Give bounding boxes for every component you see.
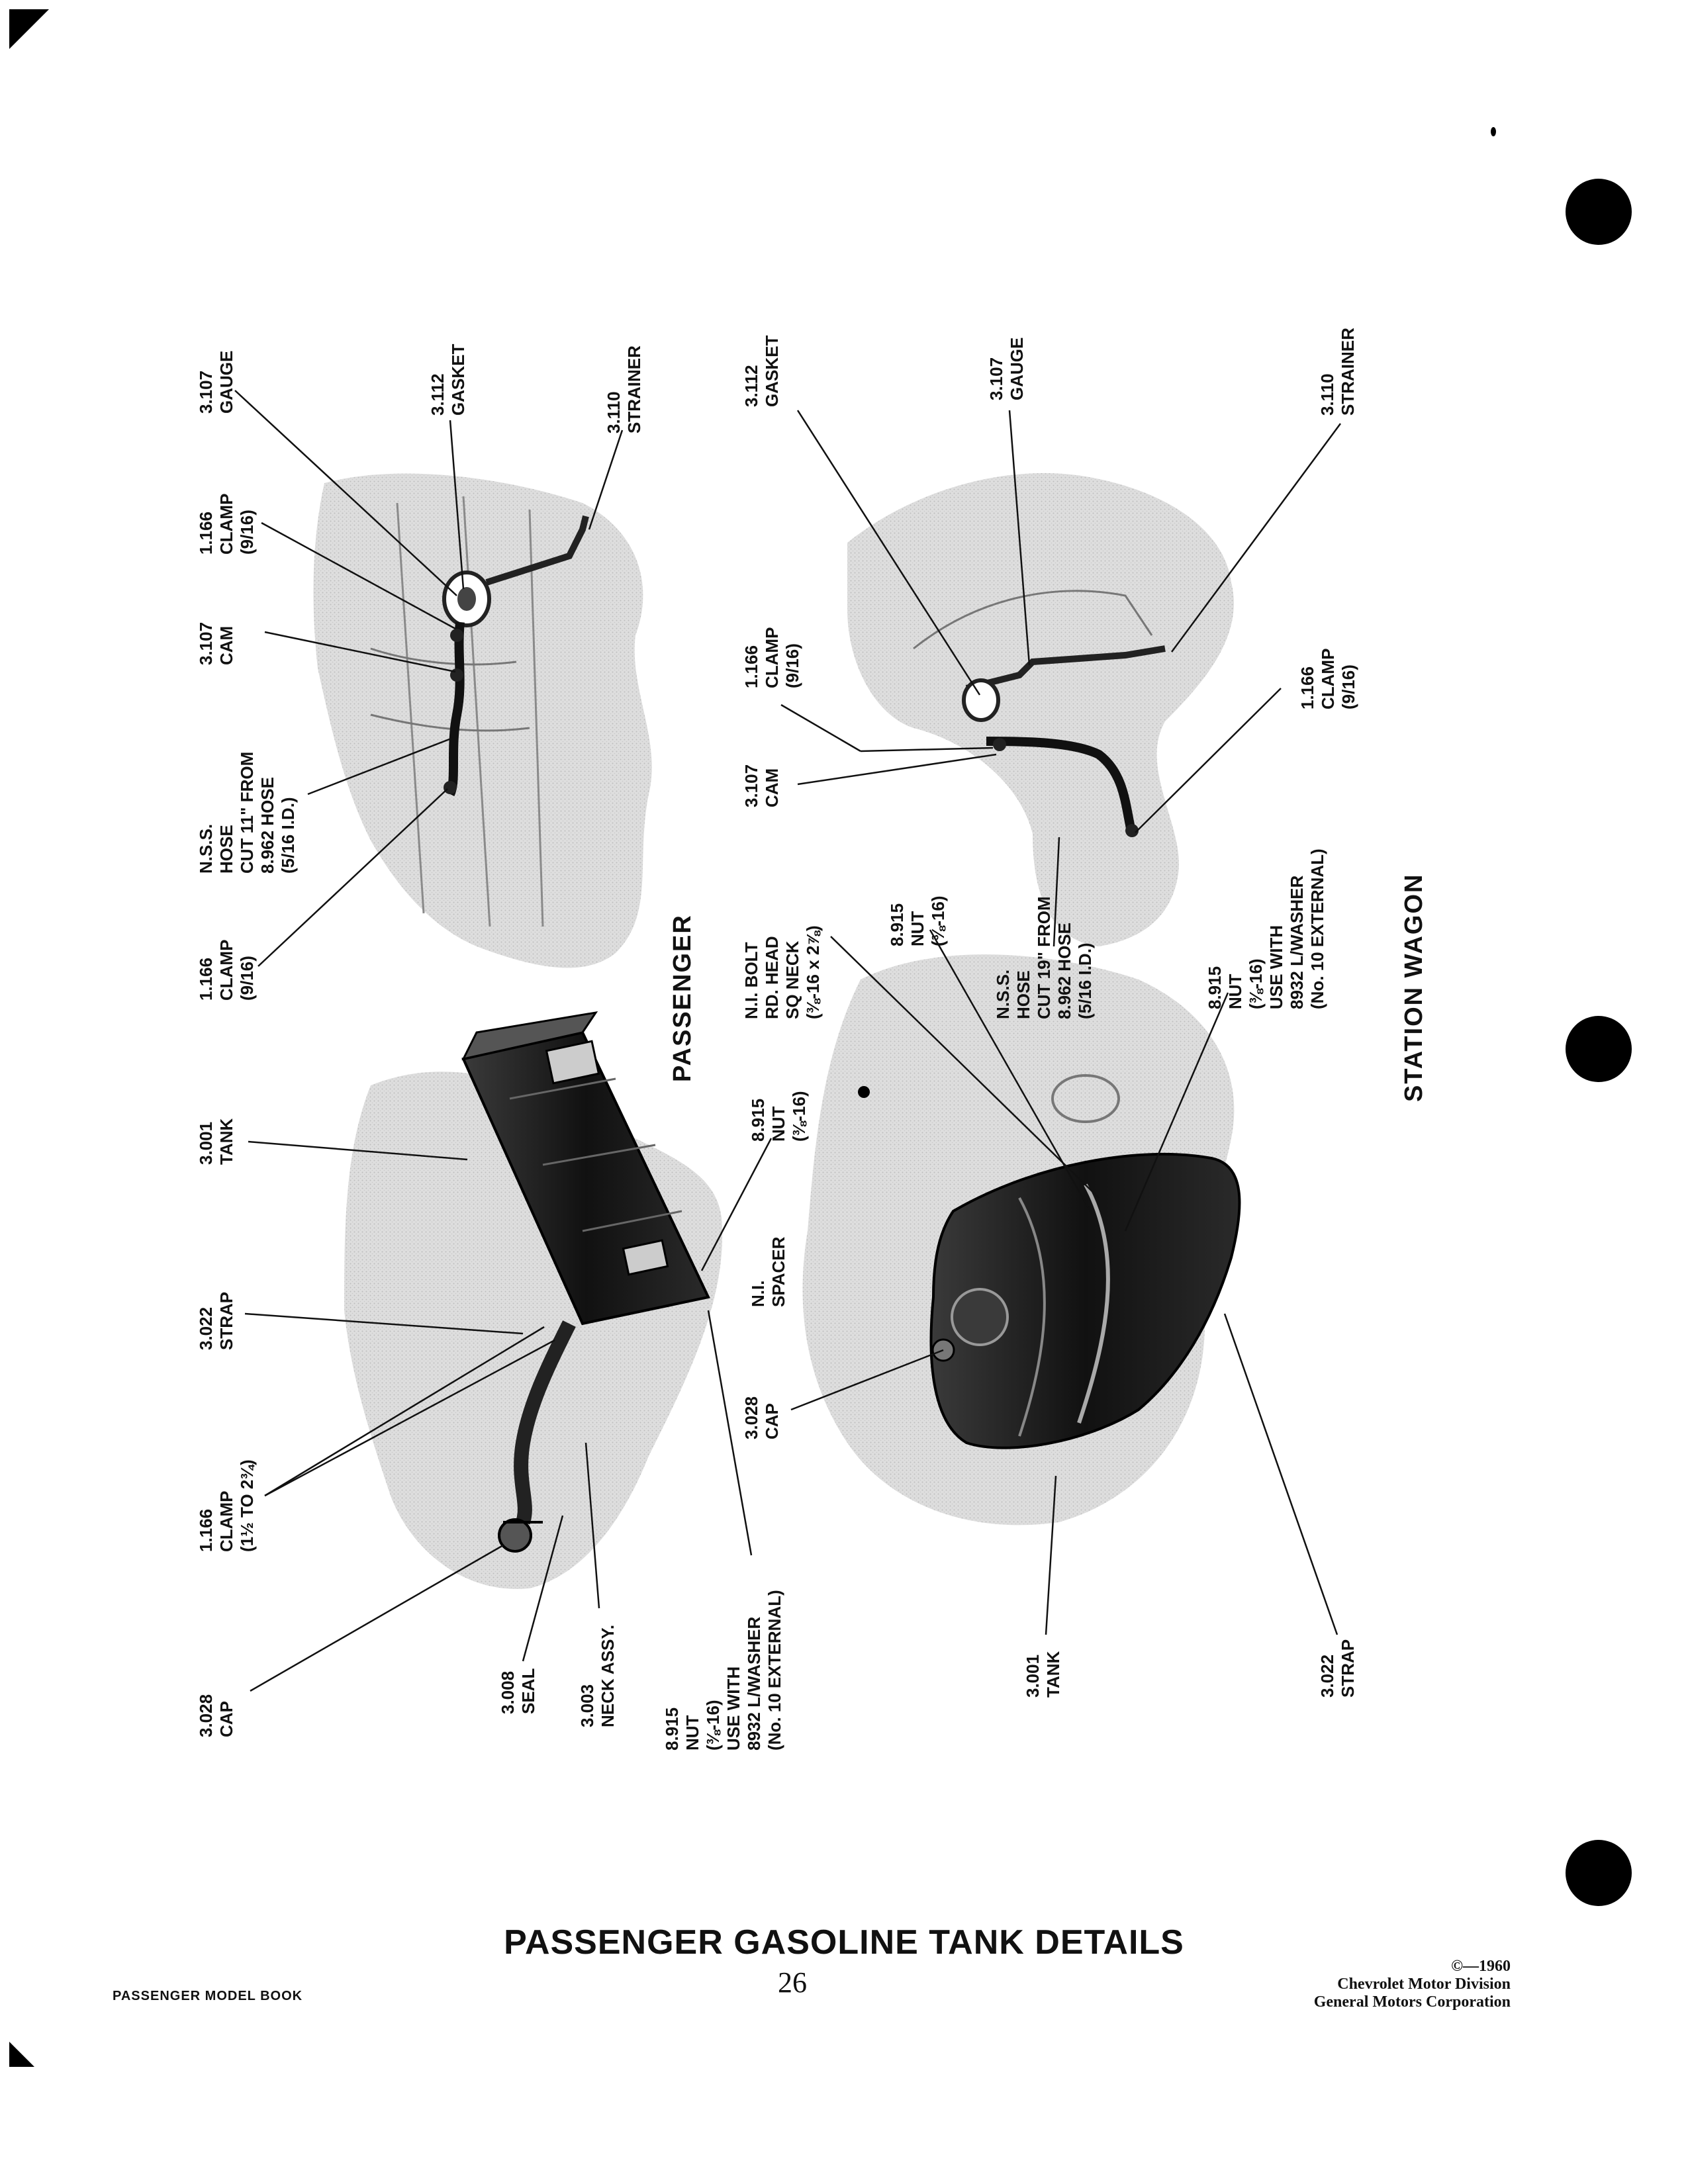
leader-p-clamp-top xyxy=(261,522,456,630)
leader-p-cap xyxy=(250,1544,504,1692)
leader-w-nut xyxy=(929,929,1094,1215)
leader-w-hose xyxy=(1053,837,1060,947)
copyright-division: Chevrolet Motor Division xyxy=(1337,1976,1511,1993)
registration-mark-top xyxy=(9,9,49,49)
leader-lines xyxy=(234,390,1342,1692)
ink-speck xyxy=(1491,127,1496,136)
leader-p-strap xyxy=(244,1312,524,1335)
page-title: PASSENGER GASOLINE TANK DETAILS xyxy=(504,1923,1184,1962)
leader-p-seal xyxy=(522,1515,564,1662)
book-label: PASSENGER MODEL BOOK xyxy=(113,1989,303,2003)
copyright-block: ©—1960 Chevrolet Motor Division General … xyxy=(1314,1958,1511,2011)
leader-w-clamp-left-a xyxy=(780,704,861,752)
registration-mark-bottom xyxy=(9,2042,34,2067)
passenger-gauge-illustration xyxy=(313,473,652,968)
leader-w-nut-washer xyxy=(1124,992,1229,1232)
leader-w-cap xyxy=(790,1349,944,1411)
leader-p-nut-washer xyxy=(707,1310,753,1556)
section-title-station-wagon: STATION WAGON xyxy=(1400,873,1428,1102)
leader-w-strainer xyxy=(1170,423,1342,653)
leader-w-gasket xyxy=(796,410,981,696)
passenger-tank-illustration xyxy=(344,1011,723,1589)
leader-p-gauge xyxy=(234,390,457,596)
leader-w-gauge xyxy=(1008,410,1031,666)
binder-hole-bottom xyxy=(1566,1840,1632,1906)
page-number: 26 xyxy=(778,1966,807,1999)
leader-p-clamp-low xyxy=(258,788,448,967)
leader-p-clamp-neck-2 xyxy=(264,1326,545,1497)
leader-p-nut xyxy=(700,1138,773,1271)
leader-w-strap xyxy=(1223,1313,1338,1635)
wagon-gauge-illustration xyxy=(847,473,1234,946)
binder-hole-middle xyxy=(1566,1016,1632,1082)
copyright-year: ©—1960 xyxy=(1451,1958,1511,1975)
leader-p-neck xyxy=(585,1442,600,1609)
binder-hole-top xyxy=(1566,179,1632,245)
leader-w-bolt xyxy=(830,936,1100,1199)
leader-p-hose xyxy=(307,737,453,796)
label-p-spacer: N.I.SPACER xyxy=(748,1236,788,1307)
leader-w-clamp-left-b xyxy=(860,747,994,752)
wagon-tank-illustration xyxy=(802,954,1241,1525)
section-title-passenger: PASSENGER xyxy=(669,914,696,1082)
leader-p-gasket xyxy=(449,420,465,590)
leader-p-clamp-neck-1 xyxy=(264,1339,555,1497)
copyright-corporation: General Motors Corporation xyxy=(1313,1993,1511,2011)
leader-w-clamp-right xyxy=(1135,688,1282,833)
leader-p-strainer xyxy=(588,430,624,530)
leader-p-tank xyxy=(248,1140,468,1161)
leader-w-tank xyxy=(1045,1475,1057,1635)
leader-w-cam xyxy=(797,753,997,786)
leader-p-cam xyxy=(264,631,456,673)
